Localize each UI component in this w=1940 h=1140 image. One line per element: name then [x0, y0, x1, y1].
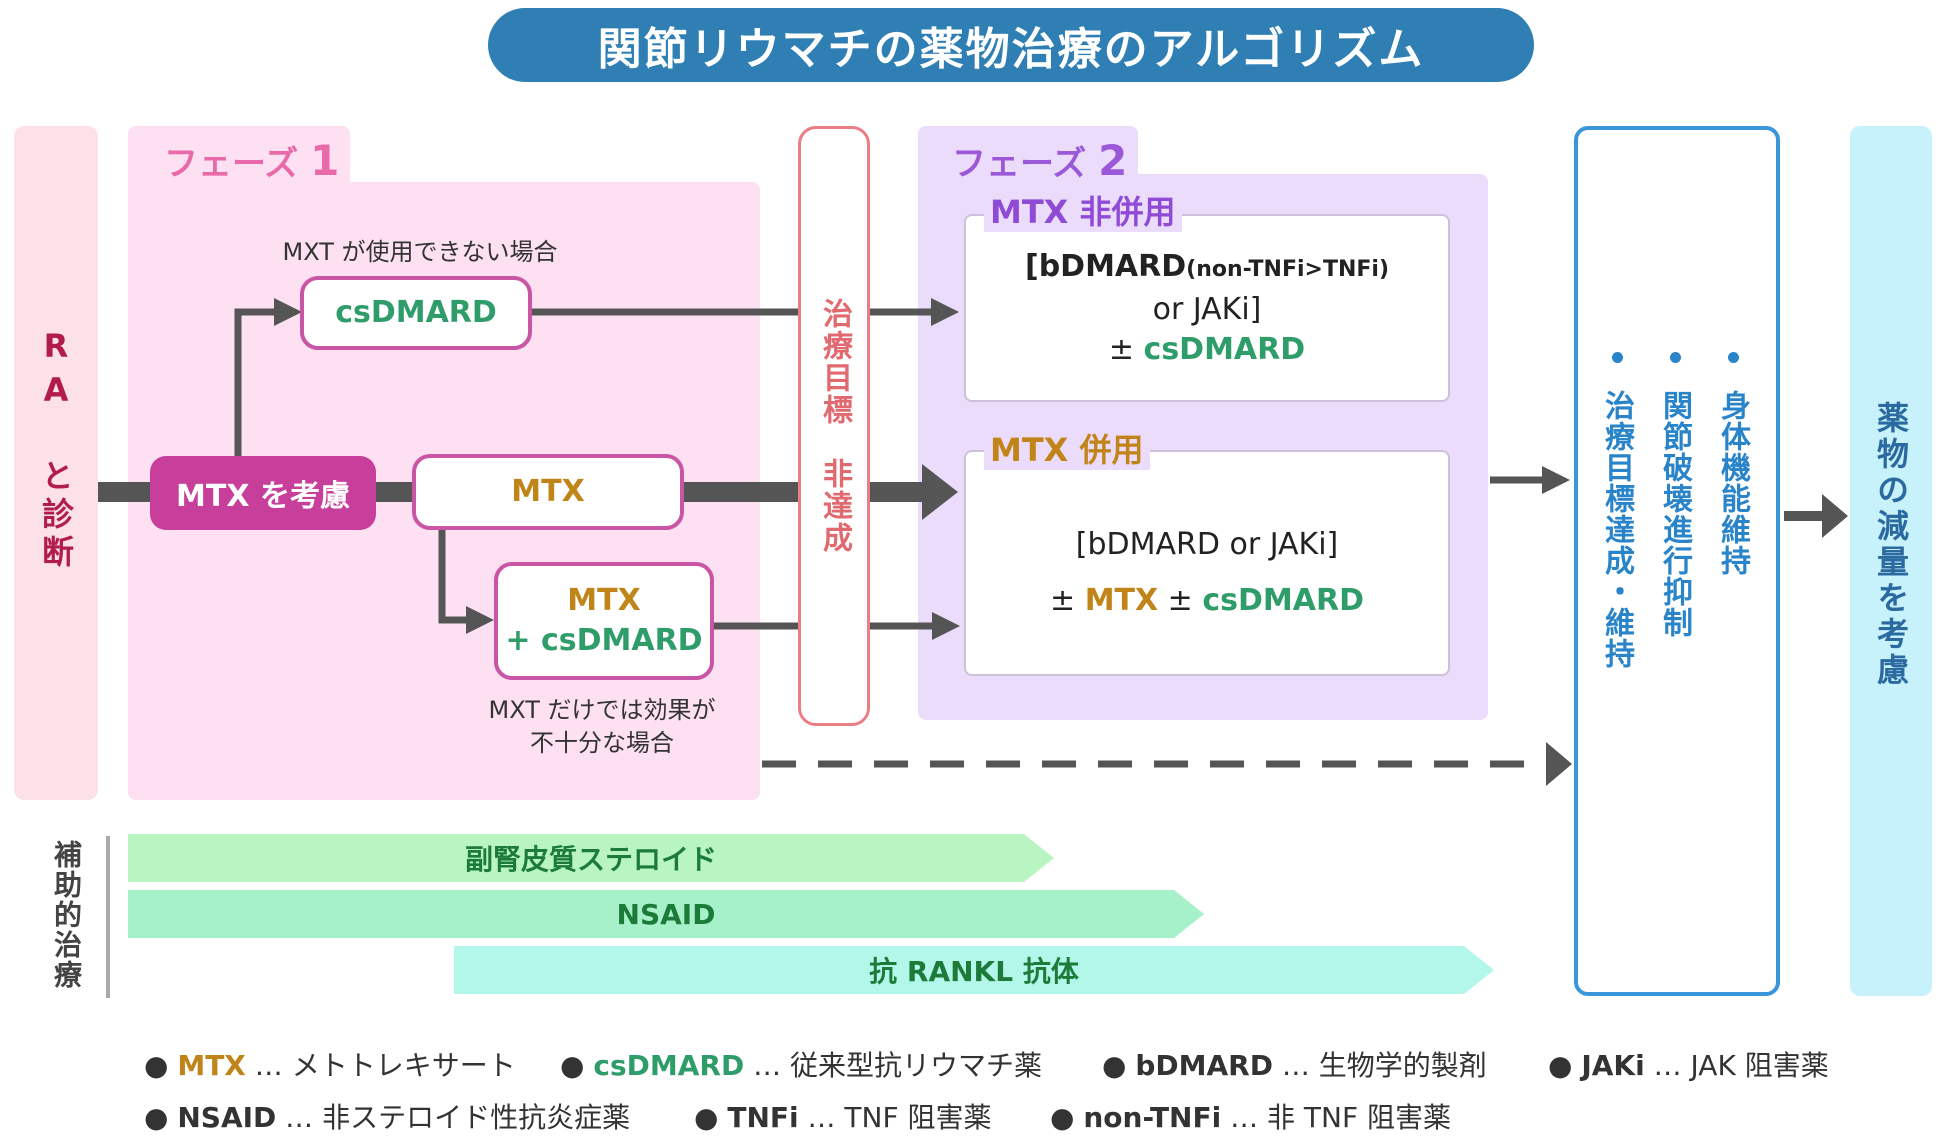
goal-item-2: 関節破壊進行抑制 [1657, 390, 1692, 638]
mtx-combo-box: MTX + csDMARD [494, 562, 714, 680]
no-mtx-line1: [bDMARD(non-TNFi>TNFi) [1025, 247, 1389, 290]
reduce-label: 薬物の減量を考慮 [1872, 401, 1910, 689]
legend-bdmard-term: bDMARD [1135, 1049, 1273, 1082]
phase2-number: 2 [1098, 136, 1128, 185]
phase2-label: フェーズ 2 [952, 136, 1127, 185]
with-mtx-line2: ± MTX ± csDMARD [1050, 581, 1364, 621]
legend-jaki-term: JAKi [1581, 1049, 1645, 1082]
goal-to-reduce-arrowhead [1822, 494, 1848, 538]
goal-item-1: 治療目標達成・維持 [1599, 390, 1634, 669]
no-mtx-line1-small: (non-TNFi>TNFi) [1186, 256, 1390, 282]
legend-jaki-desc: … JAK 阻害薬 [1644, 1049, 1829, 1082]
no-mtx-pm: ± [1108, 331, 1144, 367]
phase2-with-mtx-heading: MTX 併用 [984, 430, 1150, 470]
legend-bdmard-desc: … 生物学的製剤 [1272, 1049, 1487, 1082]
bar-rankl-shape [454, 946, 1494, 994]
legend-nontnfi: ● non-TNFi … 非 TNF 阻害薬 [1050, 1101, 1451, 1134]
legend-nsaid: ● NSAID … 非ステロイド性抗炎症薬 [144, 1101, 631, 1134]
legend-bdmard: ● bDMARD … 生物学的製剤 [1102, 1049, 1487, 1082]
consider-to-mtx-connector [376, 482, 414, 502]
legend-csdmard-desc: … 従来型抗リウマチ薬 [744, 1049, 1042, 1082]
goal-box [1574, 126, 1780, 996]
legend-nontnfi-desc: … 非 TNF 阻害薬 [1221, 1101, 1451, 1134]
phase2-no-mtx-box: [bDMARD(non-TNFi>TNFi) or JAKi] ± csDMAR… [964, 214, 1450, 402]
legend-mtx: ● MTX … メトトレキサート [144, 1049, 516, 1082]
goal-bullet-3 [1728, 352, 1739, 363]
no-mtx-line2: or JAKi] [1152, 291, 1262, 327]
legend-tnfi-term: TNFi [727, 1101, 799, 1134]
with-mtx-mtx: MTX [1084, 583, 1159, 618]
goal-item-3: 身体機能維持 [1715, 390, 1750, 576]
note-mtx-unavailable: MXT が使用できない場合 [282, 238, 558, 266]
note-mtx-insufficient: MXT だけでは効果が 不十分な場合 [452, 694, 752, 760]
bar-nsaid-label: NSAID [616, 897, 716, 931]
branch-up-arrow [234, 298, 302, 456]
with-mtx-pm2: ± [1158, 583, 1203, 618]
supportive-treatment-label: 補助的治療 [50, 840, 83, 990]
note-insufficient-line1: MXT だけでは効果が [488, 696, 716, 724]
legend-mtx-desc: … メトトレキサート [245, 1049, 516, 1082]
no-mtx-line3: ± csDMARD [1109, 330, 1305, 370]
with-mtx-line1: [bDMARD or JAKi] [1075, 527, 1339, 562]
legend-csdmard: ● csDMARD … 従来型抗リウマチ薬 [560, 1049, 1042, 1082]
supportive-divider [106, 836, 110, 998]
mtx-combo-line1: MTX [567, 583, 641, 618]
legend-tnfi: ● TNFi … TNF 阻害薬 [694, 1101, 992, 1134]
dashed-arrowhead [1546, 742, 1572, 786]
page-title: 関節リウマチの薬物治療のアルゴリズム [488, 8, 1534, 82]
with-mtx-csdmard: csDMARD [1202, 583, 1364, 618]
legend-nontnfi-term: non-TNFi [1083, 1101, 1222, 1134]
phase1-label-text: フェーズ [164, 144, 299, 184]
phase2-tab [918, 126, 1138, 182]
mtx-combo-line2: + csDMARD [505, 623, 703, 658]
phase2-no-mtx-heading: MTX 非併用 [984, 192, 1182, 232]
legend-tnfi-desc: … TNF 阻害薬 [798, 1101, 992, 1134]
ra-diagnosis-label: RA と診断 [37, 327, 75, 573]
note-insufficient-line2: 不十分な場合 [530, 729, 674, 757]
reduce-column [1850, 126, 1932, 996]
no-mtx-csdmard: csDMARD [1143, 331, 1306, 367]
branch-down-arrow [438, 530, 494, 634]
bar-nsaid-shape [128, 890, 1204, 938]
mtx-thick-arrowhead [922, 464, 958, 520]
with-mtx-pm1: ± [1050, 583, 1085, 618]
trunk-connector [98, 482, 152, 502]
legend-nsaid-term: NSAID [177, 1101, 277, 1134]
mtx-consider-box: MTX を考慮 [150, 456, 376, 530]
phase1-tab [128, 126, 350, 188]
bar-steroid-shape [128, 834, 1054, 882]
phase1-label: フェーズ 1 [164, 136, 339, 185]
mtx-box: MTX [412, 454, 684, 530]
non-attainment-column: 治療目標 非達成 [798, 126, 870, 726]
no-mtx-line1-main: [bDMARD [1024, 248, 1187, 284]
goal-bullet-2 [1670, 352, 1681, 363]
goal-bullet-1 [1612, 352, 1623, 363]
ra-diagnosis-column [14, 126, 98, 800]
legend-jaki: ● JAKi … JAK 阻害薬 [1548, 1049, 1829, 1082]
legend-nsaid-desc: … 非ステロイド性抗炎症薬 [276, 1101, 631, 1134]
phase2-label-text: フェーズ [952, 144, 1087, 184]
phase1-number: 1 [310, 136, 340, 185]
legend-csdmard-term: csDMARD [593, 1049, 745, 1082]
csdmard-box: csDMARD [300, 276, 532, 350]
bar-steroid-label: 副腎皮質ステロイド [464, 843, 717, 876]
bar-rankl-label: 抗 RANKL 抗体 [869, 955, 1079, 988]
non-attainment-label: 治療目標 非達成 [817, 298, 852, 554]
phase2-with-mtx-box: [bDMARD or JAKi] ± MTX ± csDMARD [964, 450, 1450, 676]
legend-mtx-term: MTX [177, 1049, 246, 1082]
